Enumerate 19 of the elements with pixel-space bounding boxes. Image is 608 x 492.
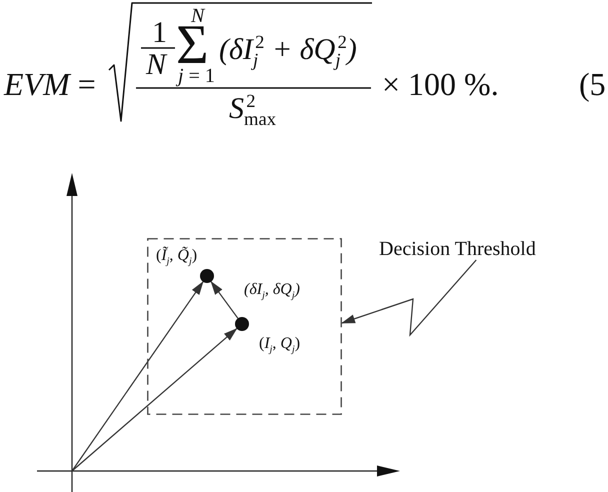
vector-arrow: [72, 280, 204, 472]
leader-arrow: [341, 260, 477, 337]
equation-number: (5: [579, 67, 606, 102]
vector-arrow: [72, 328, 238, 472]
edge-label: (δI$_{j}$, δQ$_{j}$): [243, 281, 301, 299]
denominator-variable: N: [146, 48, 166, 81]
sum-upper-limit: N: [191, 6, 204, 26]
numerator-one: 1: [152, 16, 167, 49]
point-dot-icon: [235, 317, 249, 331]
summation-sign: Σ: [176, 26, 209, 66]
error-vector-arrow: [210, 280, 238, 319]
percent-factor: × 100 %.: [382, 67, 499, 102]
point-label: (I$_{j}$, Q$_{j}$): [259, 335, 300, 353]
point-dot-icon: [200, 269, 214, 283]
decision-region: [147, 238, 342, 415]
point-label: (Ĩ$_{j}$, Q̃$_{j}$): [156, 247, 198, 265]
sum-lower-limit: j = 1: [178, 66, 215, 86]
callout-label: Decision Threshold: [379, 238, 536, 260]
formula-lhs: EVM =: [4, 67, 96, 102]
